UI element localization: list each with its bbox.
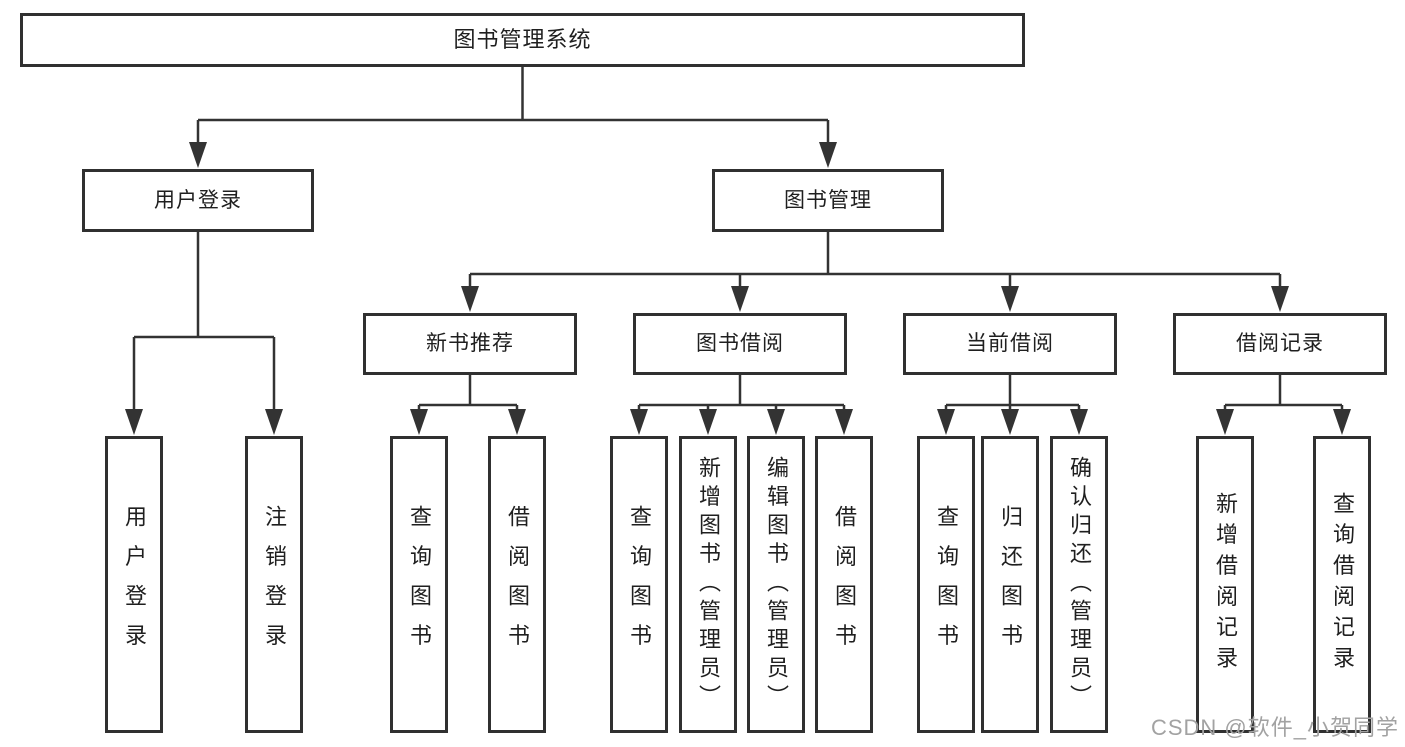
node-leaf-query-book-1: 查询图书 xyxy=(390,436,448,733)
node-leaf-query-book-2: 查询图书 xyxy=(610,436,668,733)
node-leaf-return-book: 归还图书 xyxy=(981,436,1039,733)
node-leaf-add-record: 新增借阅记录 xyxy=(1196,436,1254,733)
node-leaf-user-login: 用户登录 xyxy=(105,436,163,733)
node-user-login: 用户登录 xyxy=(82,169,314,232)
node-borrow-records: 借阅记录 xyxy=(1173,313,1387,375)
node-leaf-edit-book: 编辑图书（管理员） xyxy=(747,436,805,733)
node-leaf-confirm-return: 确认归还（管理员） xyxy=(1050,436,1108,733)
node-new-book-rec: 新书推荐 xyxy=(363,313,577,375)
watermark: CSDN @软件_小贺同学 xyxy=(1150,715,1399,740)
node-leaf-add-book: 新增图书（管理员） xyxy=(679,436,737,733)
node-root: 图书管理系统 xyxy=(20,13,1025,67)
node-book-borrow: 图书借阅 xyxy=(633,313,847,375)
node-book-mgmt: 图书管理 xyxy=(712,169,944,232)
node-leaf-query-record: 查询借阅记录 xyxy=(1313,436,1371,733)
node-leaf-query-book-3: 查询图书 xyxy=(917,436,975,733)
node-leaf-borrow-book-1: 借阅图书 xyxy=(488,436,546,733)
node-current-borrow: 当前借阅 xyxy=(903,313,1117,375)
node-leaf-borrow-book-2: 借阅图书 xyxy=(815,436,873,733)
node-leaf-logout: 注销登录 xyxy=(245,436,303,733)
